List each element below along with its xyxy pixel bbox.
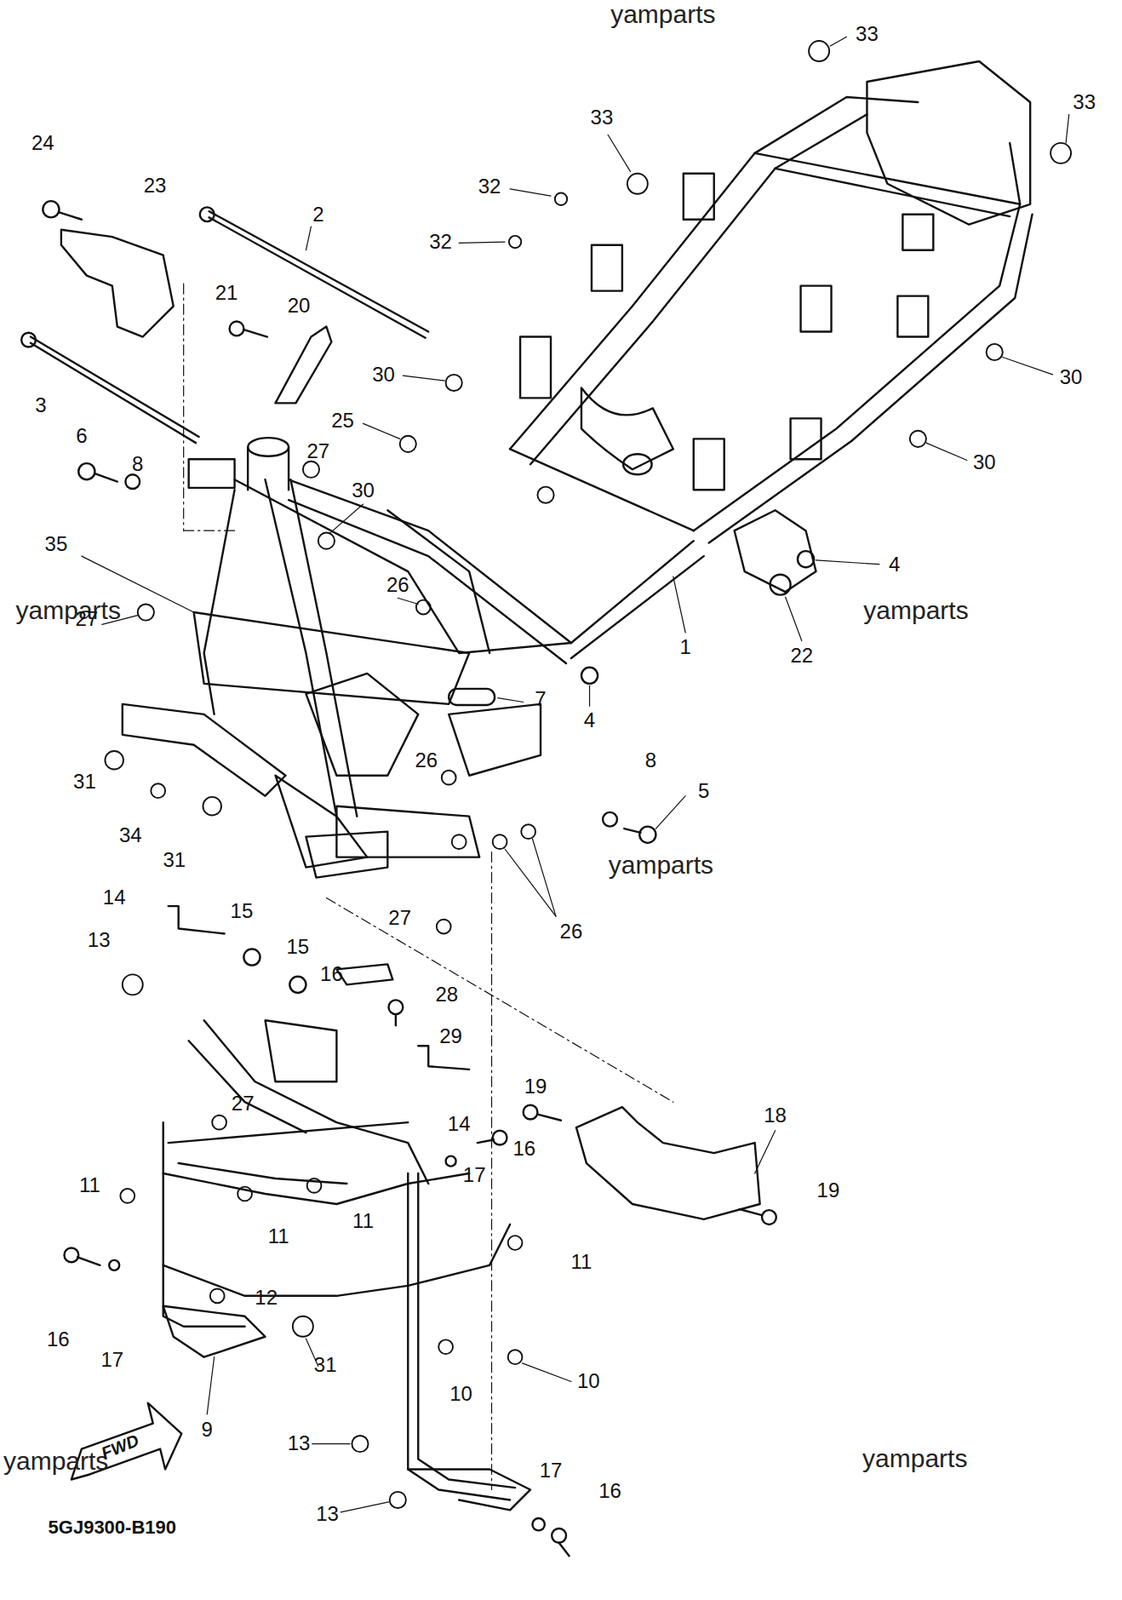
callout-number: 23	[143, 175, 167, 196]
callout-number: 33	[590, 107, 614, 128]
callout-number: 26	[560, 921, 584, 942]
callout-number: 9	[201, 1419, 213, 1440]
callout-number: 27	[74, 608, 98, 630]
callout-number: 19	[817, 1179, 841, 1201]
callout-number: 13	[87, 929, 111, 951]
callout-number: 14	[103, 887, 126, 908]
callout-number: 6	[75, 425, 87, 447]
callout-number: 4	[888, 554, 900, 575]
callout-number: 11	[268, 1225, 290, 1247]
callout-number: 33	[1072, 91, 1096, 113]
callout-number: 31	[314, 1354, 338, 1375]
callout-number: 12	[254, 1287, 278, 1308]
callout-number: 15	[230, 900, 254, 922]
watermark: yamparts	[16, 597, 121, 624]
watermark: yamparts	[862, 1445, 968, 1472]
callout-number: 11	[570, 1251, 592, 1272]
callout-number: 10	[449, 1383, 473, 1404]
callout-number: 31	[163, 849, 187, 871]
watermark: yamparts	[863, 597, 968, 624]
callout-number: 26	[414, 749, 438, 771]
callout-number: 17	[100, 1349, 124, 1370]
callout-number: 4	[583, 709, 596, 731]
callout-number: 32	[429, 231, 453, 252]
callout-number: 7	[534, 688, 546, 710]
watermark: yamparts	[3, 1448, 109, 1474]
callout-number: 25	[331, 410, 355, 431]
callout-number: 26	[386, 574, 410, 596]
callout-number: 11	[352, 1210, 374, 1231]
callout-number: 19	[524, 1076, 548, 1097]
callout-number: 13	[287, 1432, 311, 1454]
watermark: yamparts	[608, 852, 714, 878]
callout-number: 30	[1059, 366, 1083, 388]
diagram-code: 5GJ9300-B190	[48, 1517, 177, 1537]
callout-number: 31	[73, 771, 97, 792]
callout-number: 1	[679, 636, 691, 658]
callout-number: 13	[315, 1503, 339, 1524]
callout-number: 30	[973, 452, 997, 473]
callout-number: 24	[31, 132, 55, 154]
callout-number: 17	[539, 1459, 563, 1481]
callout-number: 29	[439, 1025, 463, 1047]
callout-number: 2	[312, 204, 324, 225]
callout-number: 18	[763, 1104, 787, 1126]
callout-number: 30	[351, 480, 375, 501]
callout-number: 16	[513, 1138, 537, 1159]
callout-number: 28	[435, 984, 458, 1005]
callout-number: 33	[855, 23, 879, 45]
callout-number: 21	[215, 282, 239, 304]
callout-number: 8	[131, 453, 144, 475]
callout-number: 35	[45, 533, 69, 555]
callout-number: 20	[287, 295, 311, 316]
callout-number: 22	[789, 645, 813, 666]
callout-number: 16	[320, 963, 344, 985]
callout-number: 3	[34, 394, 46, 416]
callout-number: 16	[598, 1480, 622, 1501]
callout-number: 8	[645, 749, 657, 771]
callout-number: 10	[577, 1370, 601, 1392]
callout-number: 30	[372, 364, 395, 385]
callout-number: 27	[306, 440, 330, 462]
callout-number: 32	[478, 176, 502, 197]
callout-number: 5	[698, 780, 710, 802]
callout-number: 34	[119, 824, 143, 846]
callout-number: 15	[286, 936, 310, 957]
callout-number: 11	[79, 1174, 101, 1196]
watermark: yamparts	[610, 1, 716, 28]
callout-number: 27	[388, 907, 412, 928]
callout-number: 14	[447, 1113, 471, 1134]
callout-number: 27	[231, 1093, 255, 1114]
callout-number: 16	[46, 1328, 70, 1350]
callout-number: 17	[463, 1164, 487, 1185]
